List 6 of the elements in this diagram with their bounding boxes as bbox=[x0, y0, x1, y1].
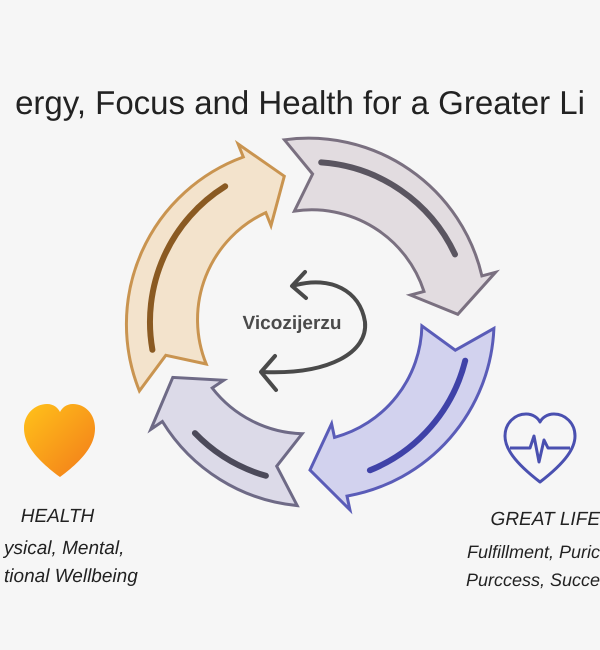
description: ysical, Mental, tional Wellbeing bbox=[2, 537, 139, 589]
title: ergy, Focus and Health for a Greater Li bbox=[14, 83, 586, 123]
heading: HEALTH bbox=[20, 505, 96, 529]
center-label: Vicozijerzu bbox=[242, 312, 342, 336]
heading: GREAT LIFE bbox=[490, 508, 600, 532]
description: Fulfillment, Puric Purccess, Succe bbox=[464, 541, 600, 592]
